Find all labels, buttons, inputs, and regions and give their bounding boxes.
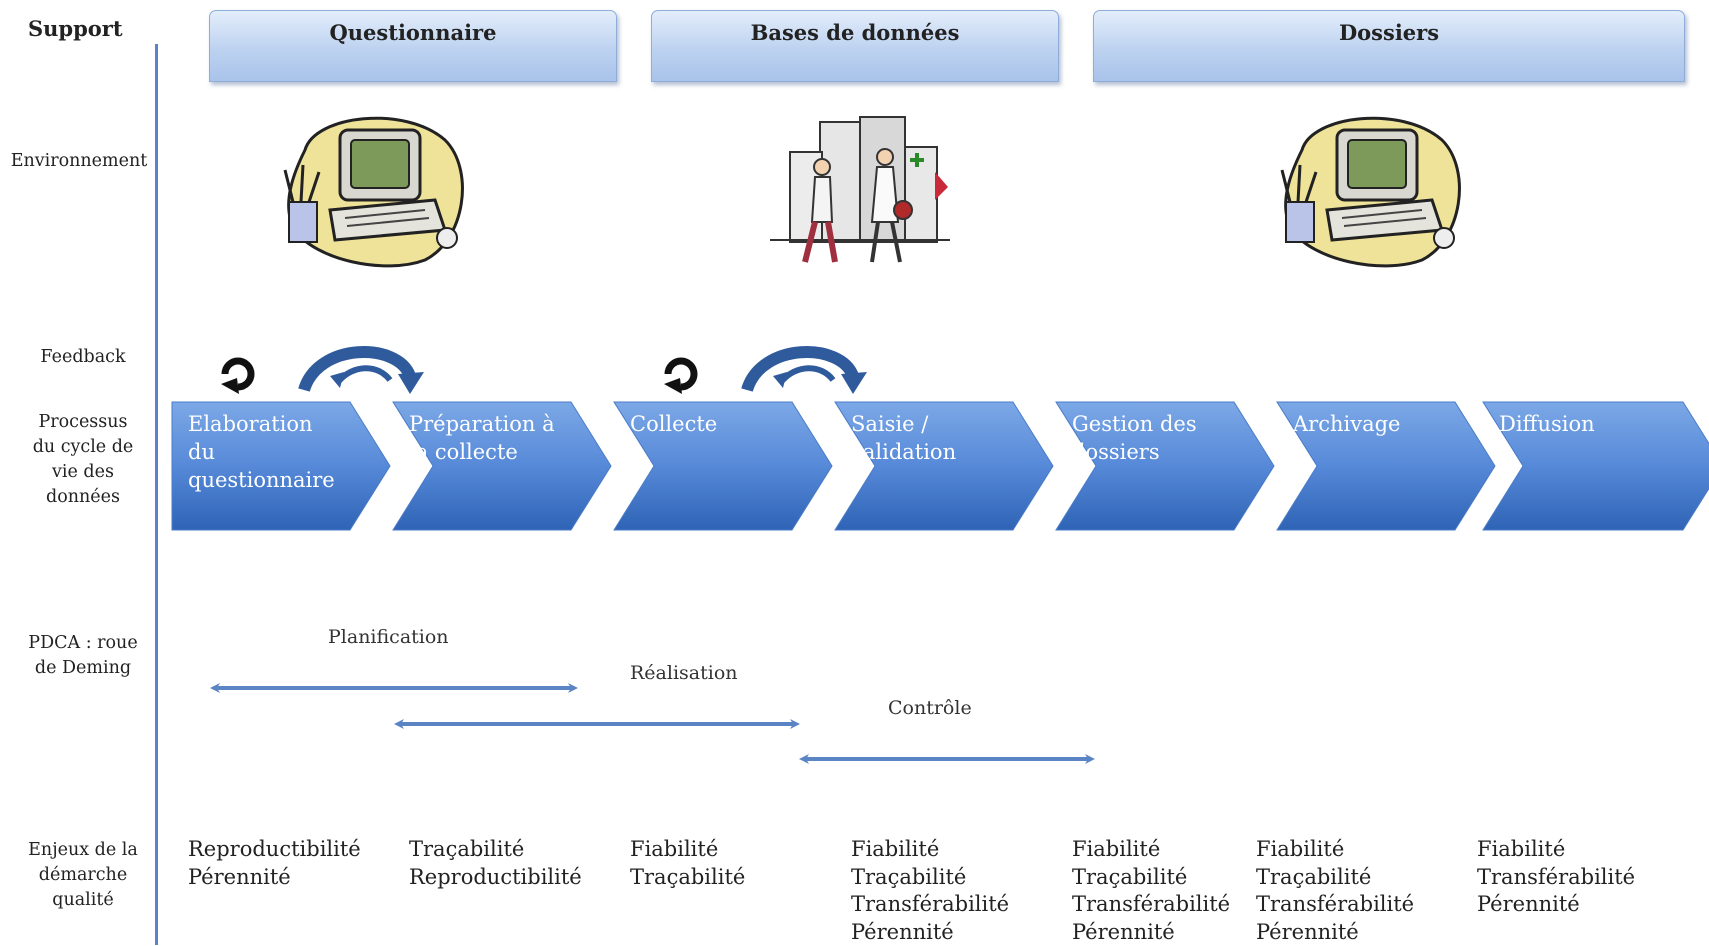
process-step-arrow-4 — [834, 401, 1054, 531]
vertical-axis-line — [155, 44, 158, 945]
process-step-arrow-5 — [1055, 401, 1275, 531]
process-step-arrow-6 — [1276, 401, 1496, 531]
row-label-pdca: PDCA : roue de Deming — [28, 633, 138, 678]
row-label-environment: Environnement — [10, 151, 148, 171]
process-step-label-7: Diffusion — [1499, 412, 1595, 436]
process-step-arrow-2 — [392, 401, 612, 531]
support-questionnaire: Questionnaire — [209, 10, 617, 82]
row-label-feedback: Feedback — [40, 347, 126, 367]
pdca-label-planification: Planification — [328, 626, 449, 648]
computer-clipart-2 — [1280, 116, 1461, 268]
row-label-process: Processus du cycle de vie des données — [32, 412, 134, 507]
row-label-support: Support — [28, 16, 123, 41]
process-step-label-3: Collecte — [630, 412, 718, 436]
pdca-label-realisation: Réalisation — [630, 662, 738, 684]
support-files: Dossiers — [1093, 10, 1685, 82]
pdca-label-controle: Contrôle — [888, 697, 972, 719]
feedback-arc-2 — [741, 346, 867, 394]
computer-clipart-1 — [283, 116, 464, 268]
process-step-arrow-3 — [613, 401, 833, 531]
process-step-arrow-1 — [171, 401, 391, 531]
process-step-arrow-7 — [1482, 401, 1709, 531]
process-step-label-4: Saisie /validation — [851, 412, 957, 464]
hospital-people-clipart — [770, 116, 950, 263]
feedback-loop-icon-2 — [664, 357, 698, 394]
row-label-stakes: Enjeux de la démarche qualité — [28, 840, 138, 910]
feedback-loop-icon-1 — [221, 357, 255, 394]
feedback-arc-1 — [298, 346, 424, 394]
support-databases: Bases de données — [651, 10, 1059, 82]
process-step-label-6: Archivage — [1293, 412, 1401, 436]
